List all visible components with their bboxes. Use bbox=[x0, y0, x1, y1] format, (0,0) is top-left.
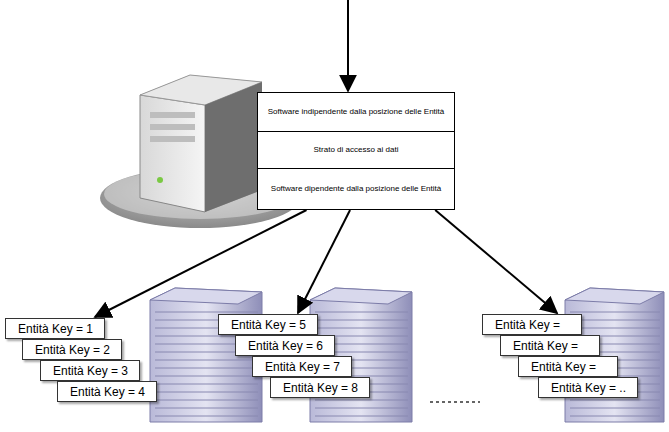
continuation-dots bbox=[430, 401, 480, 403]
rack-slot bbox=[315, 416, 408, 417]
rack-slot bbox=[570, 328, 660, 329]
rack-slot bbox=[155, 360, 258, 361]
layer-box: Software indipendente dalla posizione de… bbox=[257, 92, 455, 132]
connector-arrow bbox=[95, 210, 307, 317]
node-text: Entità Key = 5 bbox=[231, 319, 306, 331]
node-text: Entità Key = .. bbox=[551, 382, 626, 394]
entity-card: Entità Key = 7 bbox=[252, 356, 352, 377]
node-text: Entità Key = bbox=[495, 319, 560, 331]
rack-slot bbox=[155, 392, 258, 393]
rack-slot bbox=[570, 312, 660, 313]
entity-card: Entità Key = 6 bbox=[235, 335, 335, 356]
entity-card: Entità Key = 2 bbox=[22, 339, 122, 360]
node-text: Software indipendente dalla posizione de… bbox=[262, 107, 451, 117]
node-text: Entità Key = 3 bbox=[53, 365, 128, 377]
node-text: Entità Key = 7 bbox=[265, 361, 340, 373]
rack-slot bbox=[570, 400, 660, 401]
server-tower bbox=[140, 75, 262, 212]
entity-card: Entità Key = 5 bbox=[218, 314, 318, 335]
node-text: Entità Key = 4 bbox=[70, 386, 145, 398]
node-text: Entità Key = 2 bbox=[35, 344, 110, 356]
layer-box: Strato di accesso ai dati bbox=[257, 131, 455, 169]
rack-slot bbox=[155, 416, 258, 417]
entity-card: Entità Key = 8 bbox=[270, 377, 370, 398]
rack-slot bbox=[155, 384, 258, 385]
node-text: Entità Key = 8 bbox=[283, 382, 358, 394]
rack-slot bbox=[315, 408, 408, 409]
rack-slot bbox=[570, 416, 660, 417]
layer-box: Software dipendente dalla posizione dell… bbox=[257, 168, 455, 210]
connector-arrow bbox=[435, 210, 557, 313]
rack-slot bbox=[155, 312, 258, 313]
rack-slot bbox=[155, 408, 258, 409]
node-text: Entità Key = 1 bbox=[18, 323, 93, 335]
entity-card: Entità Key = bbox=[482, 314, 582, 335]
node-text: Strato di accesso ai dati bbox=[308, 145, 405, 155]
entity-card: Entità Key = bbox=[500, 335, 600, 356]
entity-card: Entità Key = 1 bbox=[5, 318, 105, 339]
node-text: Software dipendente dalla posizione dell… bbox=[265, 184, 447, 194]
incoming-arrow bbox=[347, 0, 349, 91]
node-text: Entità Key = bbox=[513, 340, 578, 352]
rack-slot bbox=[570, 408, 660, 409]
entity-card: Entità Key = 4 bbox=[57, 381, 157, 402]
rack-slot bbox=[315, 312, 408, 313]
entity-card: Entità Key = .. bbox=[538, 377, 638, 398]
rack-slot bbox=[315, 400, 408, 401]
node-text: Entità Key = bbox=[531, 361, 596, 373]
rack-slot bbox=[155, 368, 258, 369]
rack-slot bbox=[155, 400, 258, 401]
node-text: Entità Key = 6 bbox=[248, 340, 323, 352]
entity-card: Entità Key = bbox=[518, 356, 618, 377]
rack-slot bbox=[315, 328, 408, 329]
rack-slot bbox=[570, 320, 660, 321]
entity-card: Entità Key = 3 bbox=[40, 360, 140, 381]
rack-slot bbox=[315, 320, 408, 321]
connector-arrow bbox=[298, 210, 350, 313]
rack-slot bbox=[155, 376, 258, 377]
